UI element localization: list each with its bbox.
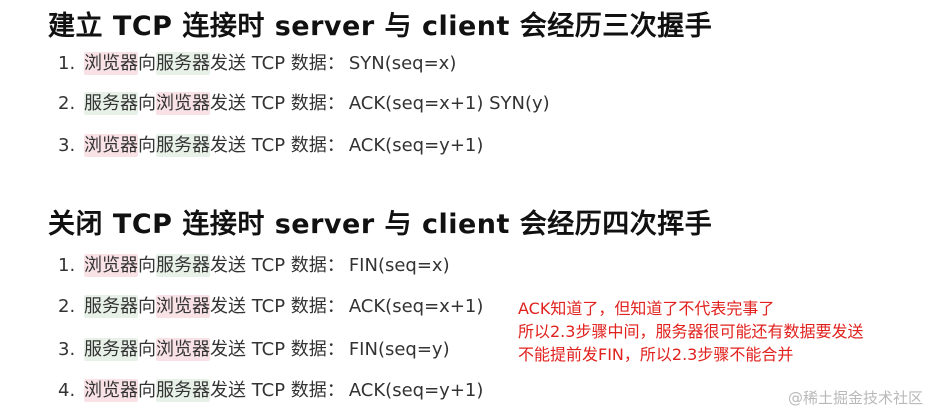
wave-step-1: 1. 浏览器向服务器发送 TCP 数据：FIN(seq=x) xyxy=(58,252,450,280)
handshake-step-3: 3. 浏览器向服务器发送 TCP 数据：ACK(seq=y+1) xyxy=(58,132,483,160)
step-message: FIN(seq=x) xyxy=(348,255,450,276)
step-sender: 浏览器 xyxy=(84,134,138,157)
step-direction: 向 xyxy=(138,296,156,317)
step-number: 3. xyxy=(58,339,76,360)
step-message: ACK(seq=x+1) SYN(y) xyxy=(348,93,550,114)
step-message: ACK(seq=y+1) xyxy=(348,380,484,401)
step-direction: 向 xyxy=(138,255,156,276)
annotation-line: ACK知道了，但知道了不代表完事了 xyxy=(518,299,775,318)
step-message: ACK(seq=y+1) xyxy=(348,135,484,156)
step-receiver: 服务器 xyxy=(156,134,210,157)
wave-step-3: 3. 服务器向浏览器发送 TCP 数据：FIN(seq=y) xyxy=(58,336,450,364)
step-verb: 发送 TCP 数据： xyxy=(210,53,345,74)
step-direction: 向 xyxy=(138,135,156,156)
step-receiver: 服务器 xyxy=(156,379,210,402)
step-number: 2. xyxy=(58,93,76,114)
step-verb: 发送 TCP 数据： xyxy=(210,93,345,114)
step-receiver: 浏览器 xyxy=(156,338,210,361)
step-message: SYN(seq=x) xyxy=(348,53,457,74)
step-direction: 向 xyxy=(138,93,156,114)
annotation-line: 不能提前发FIN，所以2.3步骤不能合并 xyxy=(518,345,794,364)
step-number: 4. xyxy=(58,380,76,401)
step-sender: 服务器 xyxy=(84,92,138,115)
step-number: 3. xyxy=(58,135,76,156)
step-verb: 发送 TCP 数据： xyxy=(210,296,345,317)
step-receiver: 服务器 xyxy=(156,52,210,75)
step-verb: 发送 TCP 数据： xyxy=(210,135,345,156)
wave-step-2: 2. 服务器向浏览器发送 TCP 数据：ACK(seq=x+1) xyxy=(58,293,483,321)
step-sender: 服务器 xyxy=(84,295,138,318)
step-verb: 发送 TCP 数据： xyxy=(210,255,345,276)
step-direction: 向 xyxy=(138,380,156,401)
step-sender: 浏览器 xyxy=(84,379,138,402)
step-direction: 向 xyxy=(138,53,156,74)
step-number: 1. xyxy=(58,255,76,276)
handshake-step-1: 1. 浏览器向服务器发送 TCP 数据：SYN(seq=x) xyxy=(58,50,456,78)
step-message: FIN(seq=y) xyxy=(348,339,450,360)
step-verb: 发送 TCP 数据： xyxy=(210,339,345,360)
step-direction: 向 xyxy=(138,339,156,360)
step-number: 1. xyxy=(58,53,76,74)
annotation-line: 所以2.3步骤中间，服务器很可能还有数据要发送 xyxy=(518,322,864,341)
handshake-step-2: 2. 服务器向浏览器发送 TCP 数据：ACK(seq=x+1) SYN(y) xyxy=(58,90,550,118)
step-message: ACK(seq=x+1) xyxy=(348,296,484,317)
step-receiver: 服务器 xyxy=(156,254,210,277)
step-verb: 发送 TCP 数据： xyxy=(210,380,345,401)
step-sender: 浏览器 xyxy=(84,52,138,75)
step-sender: 浏览器 xyxy=(84,254,138,277)
wave-step-4: 4. 浏览器向服务器发送 TCP 数据：ACK(seq=y+1) xyxy=(58,377,483,405)
annotation-note: ACK知道了，但知道了不代表完事了 所以2.3步骤中间，服务器很可能还有数据要发… xyxy=(518,297,863,366)
watermark: @稀土掘金技术社区 xyxy=(787,389,923,407)
step-number: 2. xyxy=(58,296,76,317)
wave-heading: 关闭 TCP 连接时 server 与 client 会经历四次挥手 xyxy=(48,209,713,240)
step-receiver: 浏览器 xyxy=(156,92,210,115)
step-sender: 服务器 xyxy=(84,338,138,361)
handshake-heading: 建立 TCP 连接时 server 与 client 会经历三次握手 xyxy=(48,11,713,42)
step-receiver: 浏览器 xyxy=(156,295,210,318)
